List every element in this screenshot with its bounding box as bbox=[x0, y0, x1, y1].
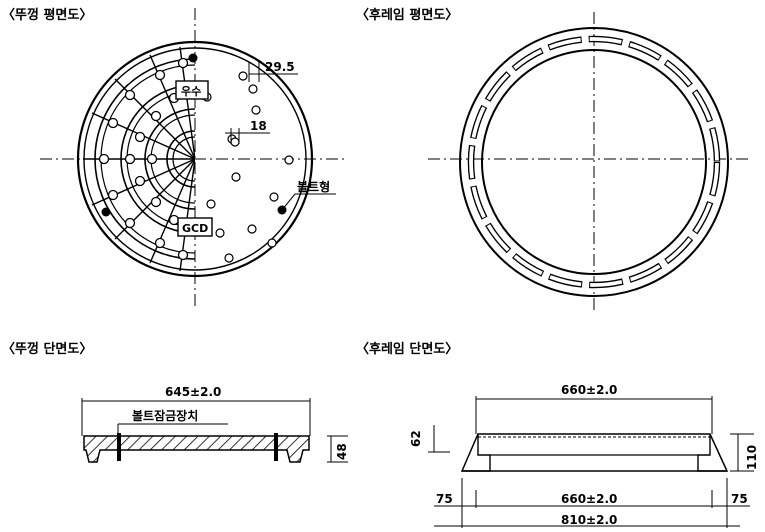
frame-62-dim: 62 bbox=[409, 430, 423, 447]
storm-label-box bbox=[175, 80, 209, 100]
frame-left-dim: 75 bbox=[436, 492, 453, 506]
frame-plan-view bbox=[428, 12, 748, 312]
cover-outer-rim bbox=[76, 40, 314, 278]
frame-outer-ring bbox=[459, 27, 729, 297]
frame-inner-ring bbox=[481, 49, 707, 275]
gcd-label-box bbox=[177, 217, 213, 237]
bolt-lock-right bbox=[274, 433, 278, 461]
frame-inner-bottom-dim: 660±2.0 bbox=[561, 492, 617, 506]
frame-outer-dim: 810±2.0 bbox=[561, 513, 617, 527]
cover-width-dim: 645±2.0 bbox=[165, 385, 221, 399]
storm-label: 우수 bbox=[181, 85, 201, 98]
bolt-marker-top bbox=[188, 53, 198, 63]
dimension-29-5: 29.5 bbox=[248, 60, 298, 82]
frame-section-view: 660±2.0 62 110 75 660±2.0 75 810±2.0 bbox=[409, 383, 759, 528]
cover-holes bbox=[202, 71, 294, 263]
bolt-type-label: 볼트형 bbox=[297, 179, 330, 194]
bolt-lock-label: 볼트잠금장치 bbox=[132, 408, 198, 423]
cover-plan-title: 〈뚜껑 평면도〉 bbox=[2, 8, 93, 23]
frame-section-outline bbox=[460, 433, 729, 472]
frame-section-title: 〈후레임 단면도〉 bbox=[356, 342, 459, 357]
dim-29-5-label: 29.5 bbox=[265, 60, 295, 74]
cover-section-view: 645±2.0 볼트잠금장치 48 bbox=[81, 385, 349, 463]
bolt-lock-left bbox=[117, 433, 121, 461]
bolt-marker-left bbox=[101, 207, 111, 217]
cover-height-dim: 48 bbox=[335, 443, 349, 460]
dim-18-label: 18 bbox=[250, 119, 267, 133]
cover-rib-pattern bbox=[83, 46, 195, 272]
cover-section-title: 〈뚜껑 단면도〉 bbox=[2, 342, 93, 357]
gcd-label: GCD bbox=[182, 222, 208, 235]
frame-plan-title: 〈후레임 평면도〉 bbox=[356, 8, 459, 23]
dimension-18: 18 bbox=[225, 119, 270, 147]
cover-section-body bbox=[83, 435, 310, 463]
cover-plan-view: 29.5 18 볼트형 우수 GCD bbox=[40, 8, 348, 310]
frame-height-dim: 110 bbox=[745, 445, 759, 470]
frame-right-dim: 75 bbox=[731, 492, 748, 506]
frame-inner-top-dim: 660±2.0 bbox=[561, 383, 617, 397]
bolt-type-callout: 볼트형 bbox=[281, 179, 336, 211]
